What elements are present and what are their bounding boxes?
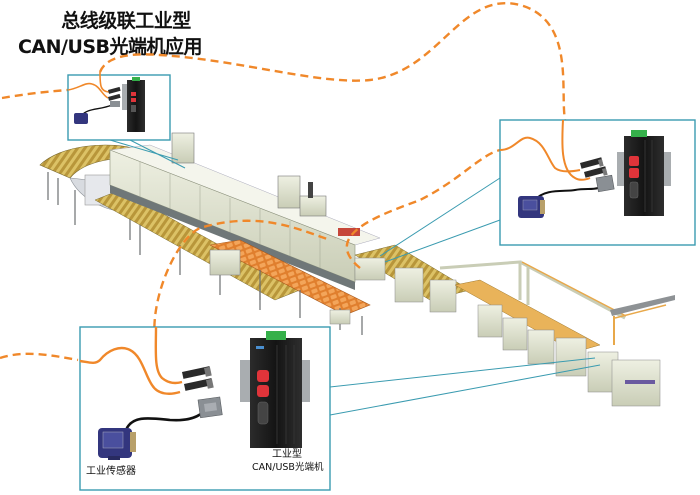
sheeter-machine [209,249,241,276]
industrial-sensor-icon [98,428,136,460]
callout-bottom-content [79,326,310,460]
st-fiber-connector-icon [579,157,608,178]
fiber-converter-icon [240,331,310,448]
diagram-title-line1: 总线级联工业型 [61,10,191,32]
oven-control-cabinet [277,175,301,209]
industrial-sensor-icon [74,113,88,124]
fiber-converter-icon [122,77,145,132]
callout-right-content [499,119,671,218]
db9-connector-icon [197,396,223,419]
st-fiber-connector-icon [108,86,121,101]
sensor-label: 工业传感器 [86,466,136,477]
production-line-illustration [39,132,675,407]
oven-control-cabinet [171,132,195,164]
db9-connector-icon [110,101,120,107]
db9-connector-icon [595,174,615,193]
callout-leader-lines [109,139,601,416]
fiber-converter-icon [617,130,671,216]
st-fiber-connector-icon [181,366,214,391]
roller-machines [477,304,661,407]
overhead-frame [439,260,626,320]
converter-label: 工业型 CAN/USB光端机 [252,448,324,474]
industrial-sensor-icon [518,196,545,218]
converter-label-line1: 工业型 [272,449,302,460]
oven-display [338,228,360,236]
fiber-link-dashed [0,2,567,362]
callout-top-left-content [67,71,145,132]
dough-sheet-conveyor [454,279,601,353]
converter-label-line2: CAN/USB光端机 [252,462,324,473]
callout-box-top-left [67,74,171,141]
diagram-title-line2: CAN/USB光端机应用 [17,36,203,58]
